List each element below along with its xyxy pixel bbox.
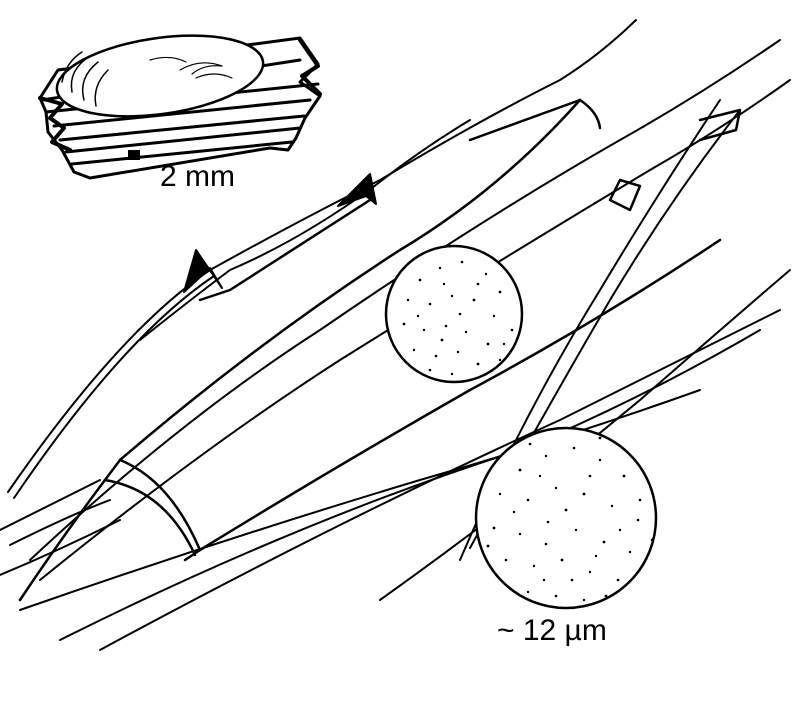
hook-lower: [183, 249, 223, 293]
spore-free: [474, 426, 658, 610]
sorus-oval: [55, 34, 265, 118]
scale-label-um: ~ 12 µm: [497, 614, 607, 647]
tube: [18, 98, 742, 602]
scale-label-mm: 2 mm: [160, 160, 235, 193]
hook-upper: [337, 173, 377, 207]
spore-attached: [384, 244, 524, 384]
